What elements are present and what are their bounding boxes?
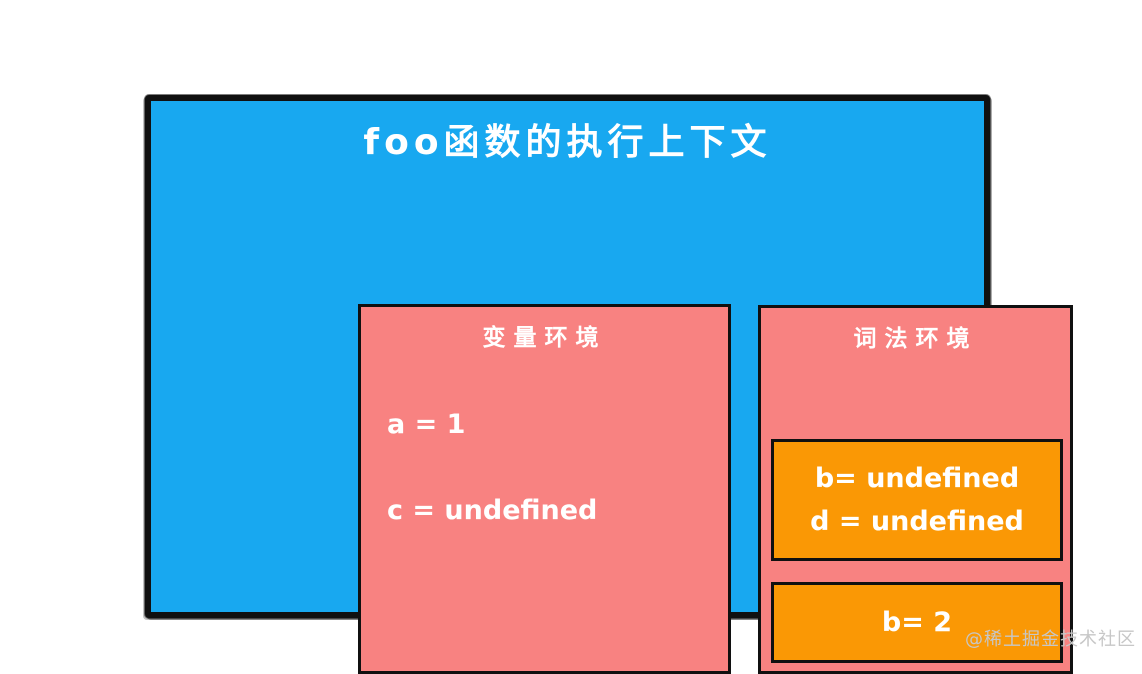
lexical-entry-b-2: b= 2 bbox=[881, 607, 953, 638]
lexical-block-hoisted: b= undefined d = undefined bbox=[771, 439, 1063, 561]
lexical-block-assigned: b= 2 bbox=[771, 582, 1063, 663]
execution-context-box: foo函数的执行上下文 变量环境 a = 1 c = undefined 词法环… bbox=[145, 95, 1073, 674]
lexical-environment-title: 词法环境 bbox=[853, 326, 978, 352]
execution-context-title: foo函数的执行上下文 bbox=[363, 122, 772, 163]
lexical-environment-box: 词法环境 b= undefined d = undefined b= 2 bbox=[758, 305, 1073, 674]
diagram-canvas: foo函数的执行上下文 变量环境 a = 1 c = undefined 词法环… bbox=[145, 95, 1136, 674]
variable-environment-title: 变量环境 bbox=[482, 325, 607, 351]
lexical-entry-d-undefined: d = undefined bbox=[810, 506, 1024, 537]
variable-entry-a: a = 1 bbox=[387, 409, 466, 440]
watermark: @稀土掘金技术社区 bbox=[965, 629, 1136, 650]
lexical-entry-b-undefined: b= undefined bbox=[814, 463, 1020, 494]
variable-environment-box: 变量环境 a = 1 c = undefined bbox=[358, 304, 731, 674]
variable-entry-c: c = undefined bbox=[387, 495, 598, 526]
